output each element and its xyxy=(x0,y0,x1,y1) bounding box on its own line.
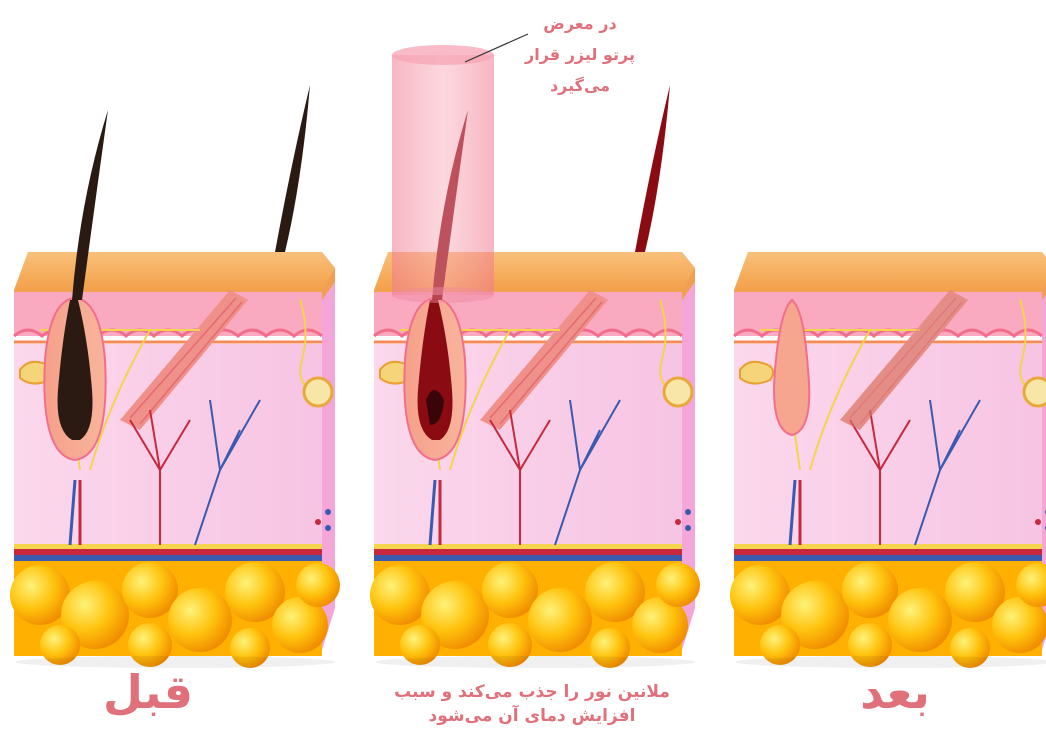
laser-caption-line-1: در معرض xyxy=(520,8,640,39)
melanin-caption-line-2: افزایش دمای آن می‌شود xyxy=(372,704,692,728)
laser-caption-line-2: پرتو لیزر قرار xyxy=(520,39,640,70)
laser-exposure-caption: در معرض پرتو لیزر قرار می‌گیرد xyxy=(520,8,640,101)
melanin-caption-line-1: ملانین نور را جذب می‌کند و سبب xyxy=(372,680,692,704)
after-label: بعد xyxy=(835,662,955,722)
skin-block-after xyxy=(730,252,1046,668)
skin-block-before xyxy=(10,85,340,668)
before-label: قبل xyxy=(88,662,208,722)
laser-caption-line-3: می‌گیرد xyxy=(520,70,640,101)
laser-beam xyxy=(392,45,494,303)
melanin-caption: ملانین نور را جذب می‌کند و سبب افزایش دم… xyxy=(372,680,692,728)
